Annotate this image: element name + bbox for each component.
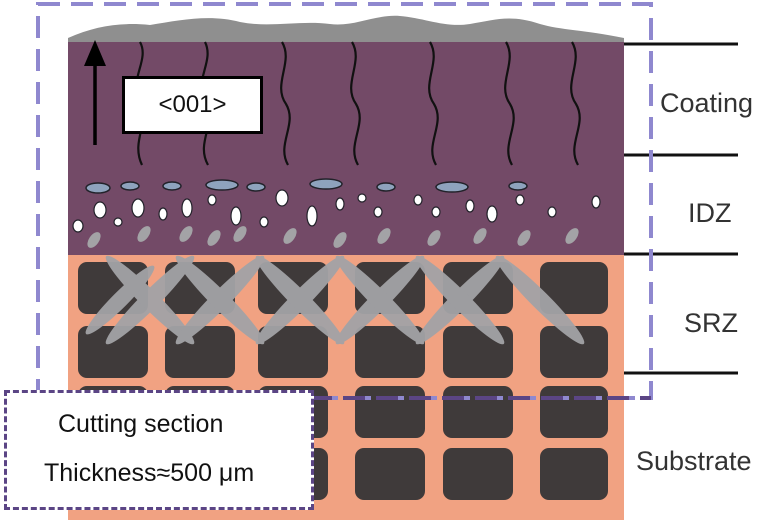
gamma-prime-cuboid xyxy=(258,326,328,378)
gamma-prime-cuboid xyxy=(540,448,608,500)
cutting-section-thickness: Thickness≈500 μm xyxy=(44,459,255,487)
orientation-label: <001> xyxy=(122,76,263,134)
gamma-prime-cuboid xyxy=(355,448,425,500)
layer-boundary-lines xyxy=(624,42,738,375)
grain-boundaries xyxy=(135,41,581,166)
gamma-prime-cuboid xyxy=(78,326,148,378)
gamma-prime-cuboid xyxy=(540,386,608,438)
gamma-prime-cuboid xyxy=(443,448,513,500)
idz-grey-needles xyxy=(87,226,579,248)
label-coating: Coating xyxy=(660,88,754,118)
gamma-prime-cuboid xyxy=(355,326,425,378)
idz-white-particles xyxy=(72,189,601,233)
label-idz: IDZ xyxy=(688,198,732,228)
gamma-prime-cuboid xyxy=(443,326,513,378)
gamma-prime-cuboid xyxy=(540,326,608,378)
label-srz: SRZ xyxy=(684,308,738,338)
sample-outline xyxy=(36,2,653,400)
srz-needles xyxy=(85,255,585,345)
coating-surface xyxy=(68,15,624,42)
label-substrate: Substrate xyxy=(636,446,752,476)
cutting-section-title: Cutting section xyxy=(58,410,224,438)
cutting-section-box xyxy=(4,390,314,510)
growth-direction-arrow xyxy=(84,40,106,145)
gamma-prime-cuboid xyxy=(355,386,425,438)
coating-layer xyxy=(68,38,624,255)
gamma-prime-cuboid xyxy=(540,262,608,314)
gamma-prime-cuboid xyxy=(443,386,513,438)
idz-flat-precipitates xyxy=(85,178,528,194)
